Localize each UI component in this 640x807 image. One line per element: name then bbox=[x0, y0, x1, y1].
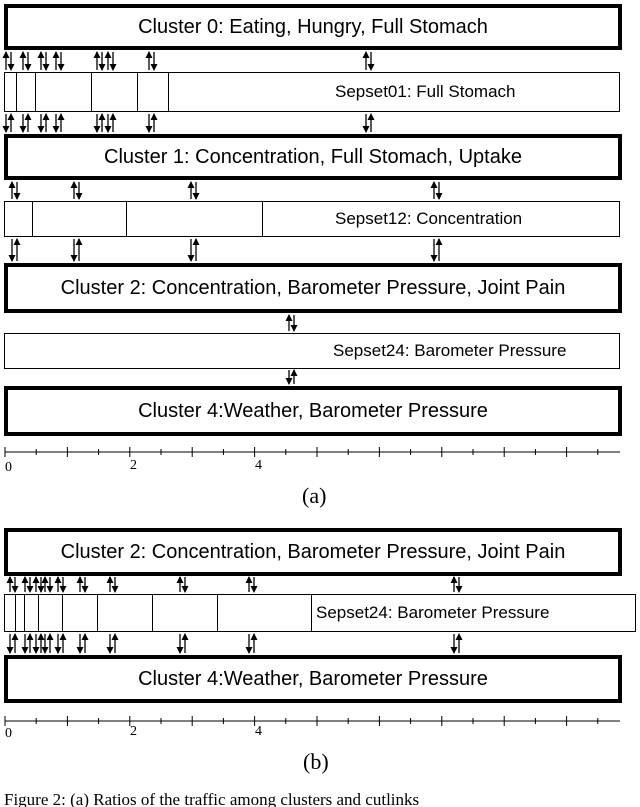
sepset01-divider bbox=[16, 73, 17, 111]
sepset24-divider bbox=[311, 595, 312, 631]
sepset24-divider bbox=[217, 595, 218, 631]
cluster-1-box: Cluster 1: Concentration, Full Stomach, … bbox=[4, 134, 622, 180]
cluster-2-label: Cluster 2: Concentration, Barometer Pres… bbox=[60, 277, 566, 299]
axis-b-tick-4: 4 bbox=[255, 724, 262, 739]
cluster-4-label: Cluster 4:Weather, Barometer Pressure bbox=[138, 400, 488, 422]
sepset24-label: Sepset24: Barometer Pressure bbox=[316, 603, 550, 622]
axis-a-tick-4: 4 bbox=[255, 458, 262, 473]
axis-a: 0 2 4 bbox=[4, 447, 620, 475]
traffic-arrows bbox=[2, 51, 463, 654]
sepset24-divider bbox=[24, 595, 25, 631]
sepset24-divider bbox=[152, 595, 153, 631]
sepset24-box: Sepset24: Barometer Pressure bbox=[4, 594, 636, 632]
sepset01-label: Sepset01: Full Stomach bbox=[335, 82, 516, 101]
sepset24-divider bbox=[38, 595, 39, 631]
figure-caption: Figure 2: (a) Ratios of the traffic amon… bbox=[4, 790, 420, 807]
axis-b-tick-0: 0 bbox=[5, 726, 12, 741]
sepset24-divider bbox=[15, 595, 16, 631]
cluster-2-box: Cluster 2: Concentration, Barometer Pres… bbox=[4, 528, 622, 576]
cluster-2-label: Cluster 2: Concentration, Barometer Pres… bbox=[60, 541, 566, 563]
sepset12-label: Sepset12: Concentration bbox=[335, 209, 523, 228]
sepset01-box: Sepset01: Full Stomach bbox=[4, 72, 620, 112]
cluster-4-box: Cluster 4:Weather, Barometer Pressure bbox=[4, 655, 622, 703]
axis-b: 0 2 4 bbox=[4, 716, 620, 741]
cluster-2-box: Cluster 2: Concentration, Barometer Pres… bbox=[4, 263, 622, 313]
cluster-0-label: Cluster 0: Eating, Hungry, Full Stomach bbox=[138, 16, 488, 38]
panel-b-label: (b) bbox=[303, 749, 329, 774]
sepset24-divider bbox=[97, 595, 98, 631]
cluster-0-box: Cluster 0: Eating, Hungry, Full Stomach bbox=[4, 4, 622, 50]
sepset24-label: Sepset24: Barometer Pressure bbox=[333, 341, 567, 360]
sepset12-divider bbox=[126, 202, 127, 236]
sepset01-divider bbox=[35, 73, 36, 111]
panel-a-label: (a) bbox=[302, 483, 327, 508]
sepset24-divider bbox=[62, 595, 63, 631]
sepset12-box: Sepset12: Concentration bbox=[4, 201, 620, 237]
cluster-1-label: Cluster 1: Concentration, Full Stomach, … bbox=[104, 146, 522, 168]
sepset12-divider bbox=[32, 202, 33, 236]
sepset24-box: Sepset24: Barometer Pressure bbox=[4, 333, 620, 369]
axis-a-tick-2: 2 bbox=[130, 458, 137, 473]
cluster-4-label: Cluster 4:Weather, Barometer Pressure bbox=[138, 668, 488, 690]
axis-b-tick-2: 2 bbox=[130, 724, 137, 739]
sepset12-divider bbox=[262, 202, 263, 236]
sepset01-divider bbox=[168, 73, 169, 111]
sepset01-divider bbox=[91, 73, 92, 111]
axis-a-tick-0: 0 bbox=[5, 460, 12, 475]
sepset01-divider bbox=[137, 73, 138, 111]
cluster-4-box: Cluster 4:Weather, Barometer Pressure bbox=[4, 386, 622, 436]
